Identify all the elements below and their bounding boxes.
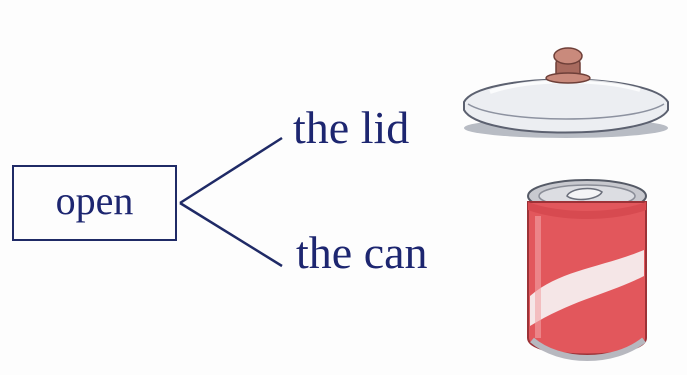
verb-box: open bbox=[12, 165, 177, 241]
verb-label: open bbox=[55, 178, 134, 223]
connector-line-can bbox=[179, 201, 283, 268]
soda-can-icon bbox=[527, 179, 647, 361]
connector-line-lid bbox=[179, 136, 283, 205]
object-label-lid: the lid bbox=[293, 102, 410, 153]
object-label-can: the can bbox=[296, 227, 428, 278]
pot-lid-icon bbox=[463, 47, 669, 138]
